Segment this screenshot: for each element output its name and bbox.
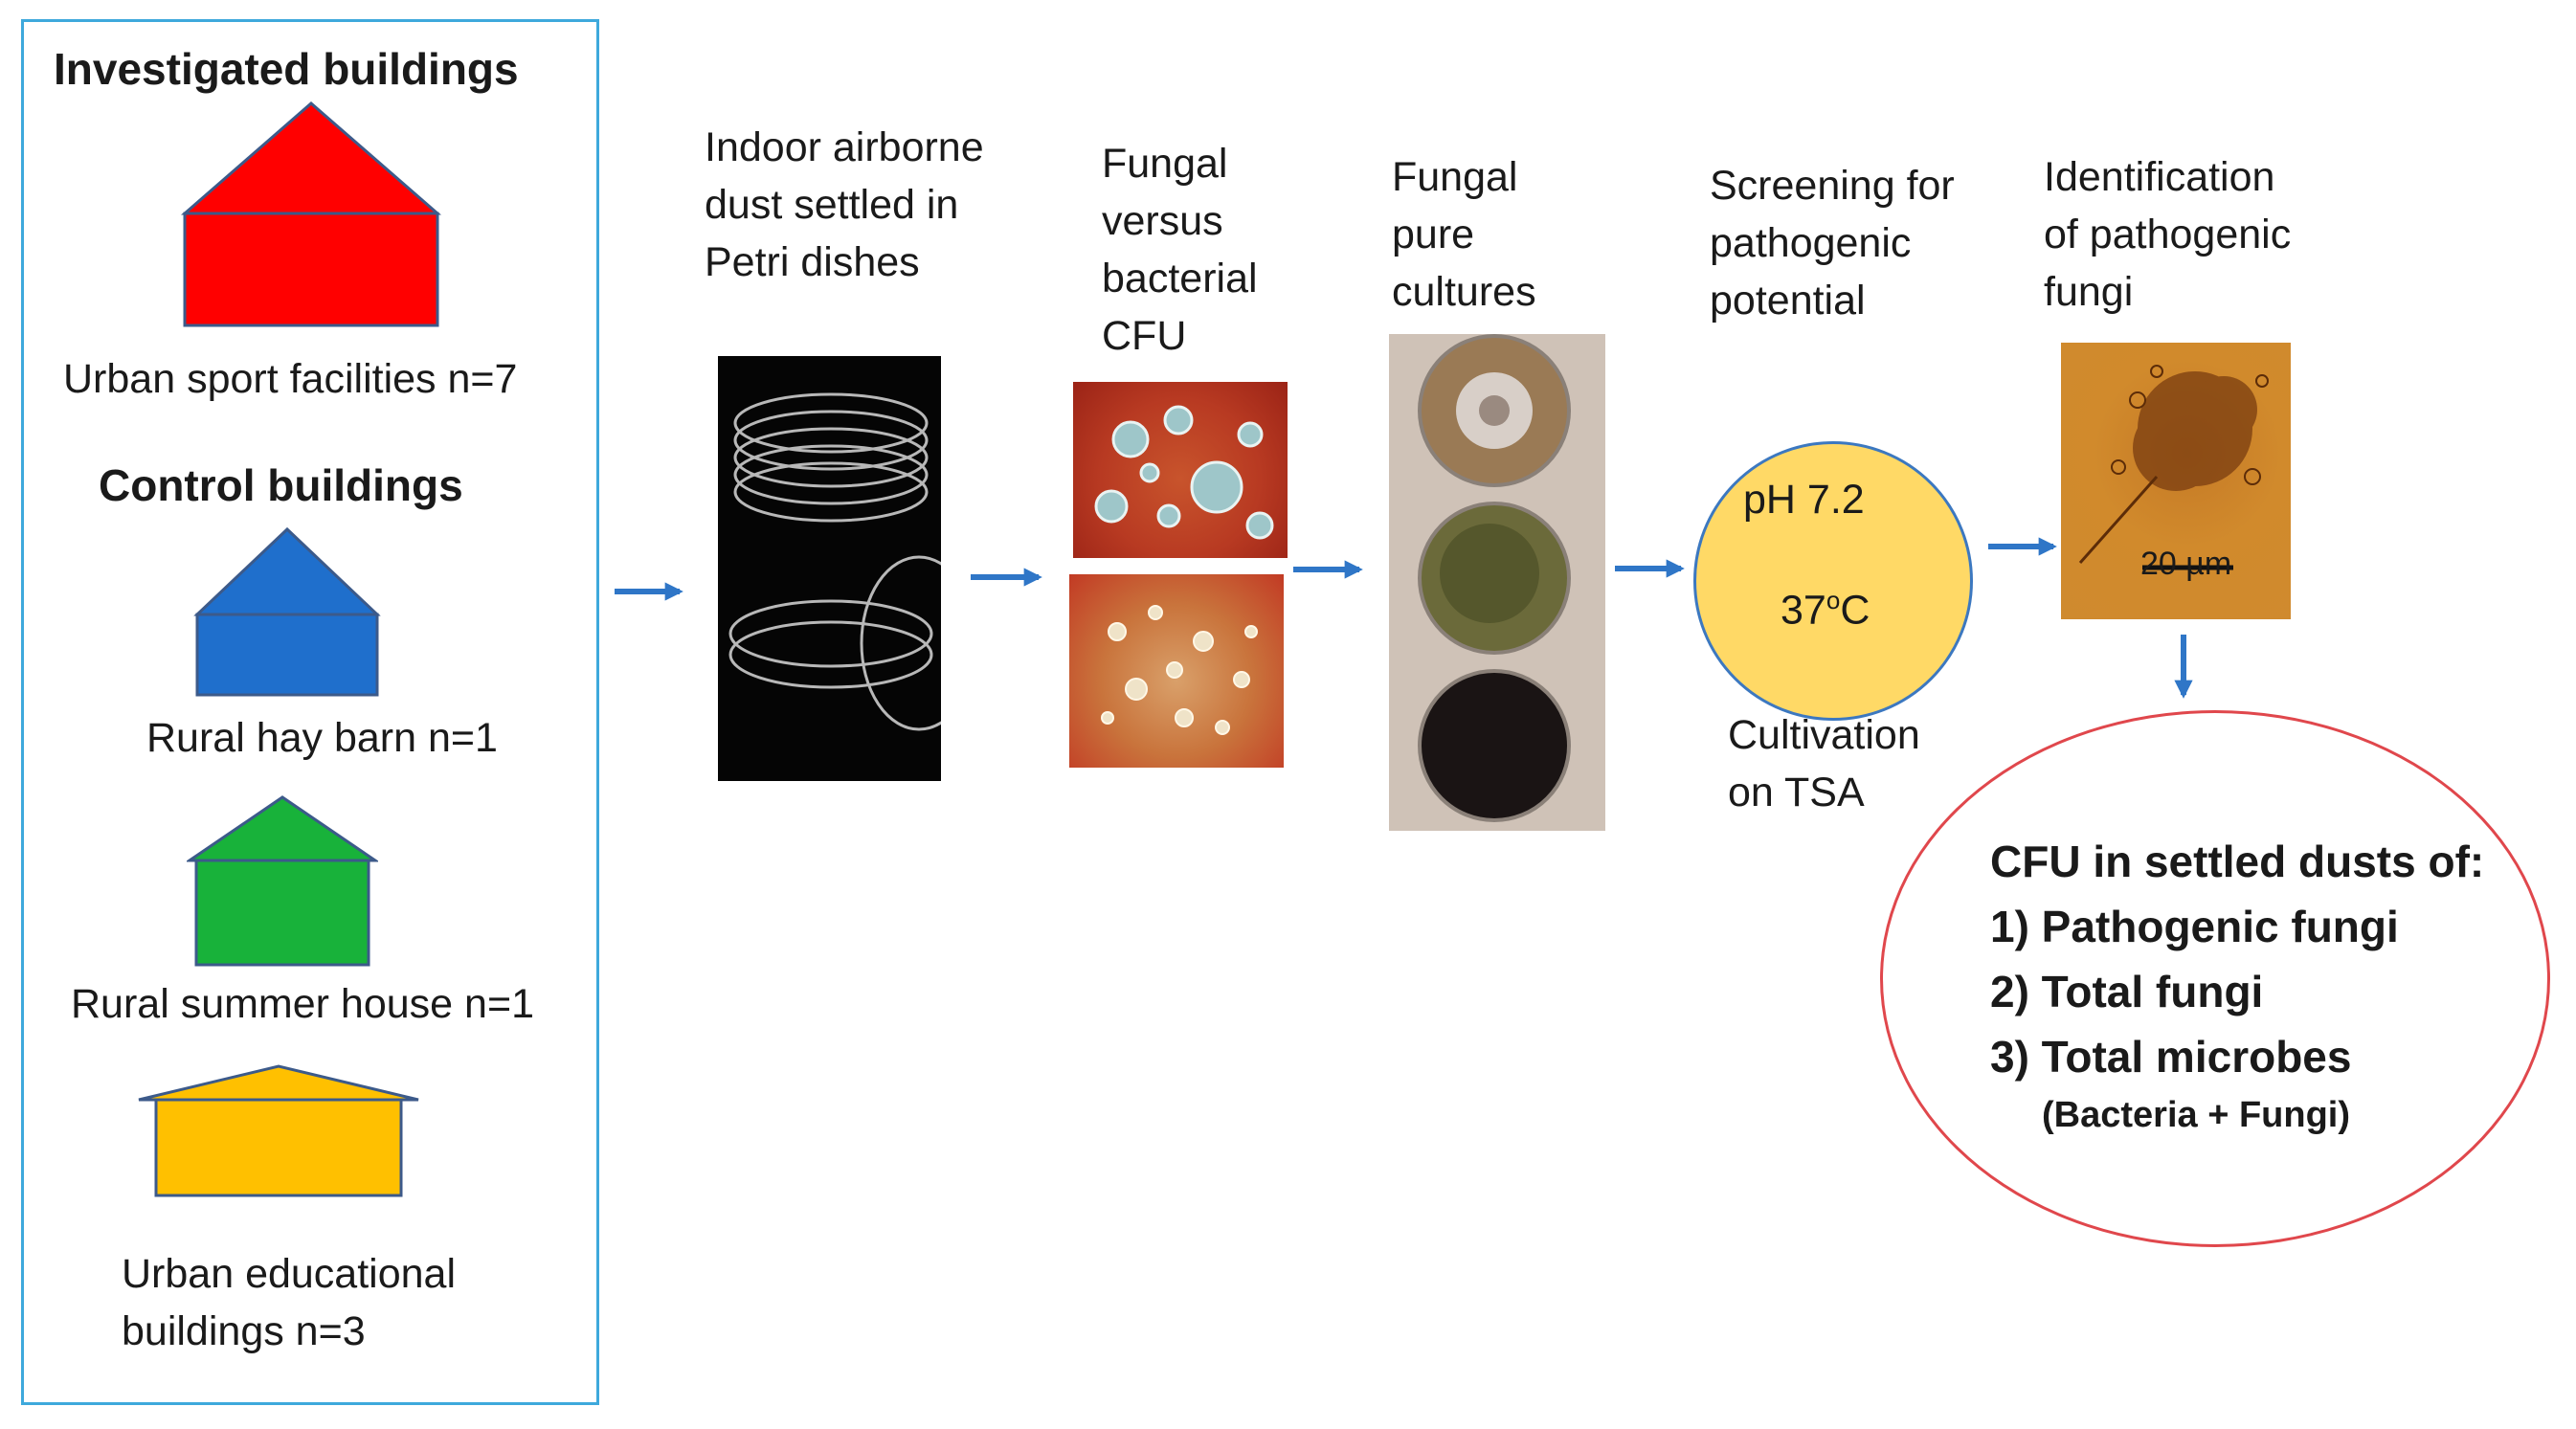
- house-icon: [193, 526, 381, 697]
- step-identification-line3: fungi: [2044, 269, 2134, 315]
- step-fvb-line1: Fungal: [1102, 141, 1228, 187]
- pure-culture-plates-image: [1389, 334, 1605, 831]
- petri-dish-stack-image: [718, 356, 941, 781]
- step-screening-line3: potential: [1710, 278, 1866, 324]
- investigated-buildings-title: Investigated buildings: [54, 44, 519, 94]
- temperature-label: 37oC: [1781, 586, 1870, 634]
- results-item-2: 2) Total fungi: [1990, 967, 2264, 1016]
- step-fvb-line3: bacterial: [1102, 256, 1258, 301]
- results-item-1: 1) Pathogenic fungi: [1990, 902, 2399, 951]
- step-identification-line1: Identification: [2044, 154, 2275, 200]
- house-icon: [138, 1064, 419, 1197]
- buildings-panel: [21, 19, 599, 1405]
- results-note: (Bacteria + Fungi): [2042, 1095, 2350, 1135]
- step-screening-line2: pathogenic: [1710, 220, 1912, 266]
- building-label-sport: Urban sport facilities n=7: [63, 356, 518, 402]
- building-label-summer-house: Rural summer house n=1: [71, 981, 534, 1027]
- step-identification-line2: of pathogenic: [2044, 212, 2292, 257]
- step-dust-line1: Indoor airborne: [705, 124, 984, 170]
- results-item-3: 3) Total microbes: [1990, 1032, 2352, 1082]
- step-dust-line2: dust settled in: [705, 182, 959, 228]
- culture-conditions-circle: [1693, 441, 1973, 721]
- house-icon: [180, 101, 442, 327]
- building-label-hay-barn: Rural hay barn n=1: [146, 715, 498, 761]
- step-fvb-line2: versus: [1102, 198, 1223, 244]
- step-pure-line3: cultures: [1392, 269, 1536, 315]
- building-label-educational-line2: buildings n=3: [122, 1308, 366, 1354]
- step-pure-line2: pure: [1392, 212, 1475, 257]
- microscopy-image: [2061, 343, 2291, 619]
- building-label-educational-line1: Urban educational: [122, 1251, 457, 1297]
- results-title: CFU in settled dusts of:: [1990, 837, 2485, 886]
- cultivation-line1: Cultivation: [1728, 712, 1920, 758]
- scale-bar-label: 20 µm: [2140, 546, 2232, 582]
- step-pure-line1: Fungal: [1392, 154, 1518, 200]
- step-screening-line1: Screening for: [1710, 163, 1955, 209]
- step-fvb-line4: CFU: [1102, 313, 1187, 359]
- cultivation-line2: on TSA: [1728, 770, 1865, 815]
- agar-plate-image: [1069, 574, 1284, 768]
- results-ellipse: [1880, 710, 2550, 1247]
- ph-label: pH 7.2: [1743, 477, 1865, 523]
- step-dust-line3: Petri dishes: [705, 239, 920, 285]
- house-icon: [187, 795, 378, 967]
- control-buildings-title: Control buildings: [99, 460, 463, 510]
- agar-plate-image: [1073, 382, 1288, 558]
